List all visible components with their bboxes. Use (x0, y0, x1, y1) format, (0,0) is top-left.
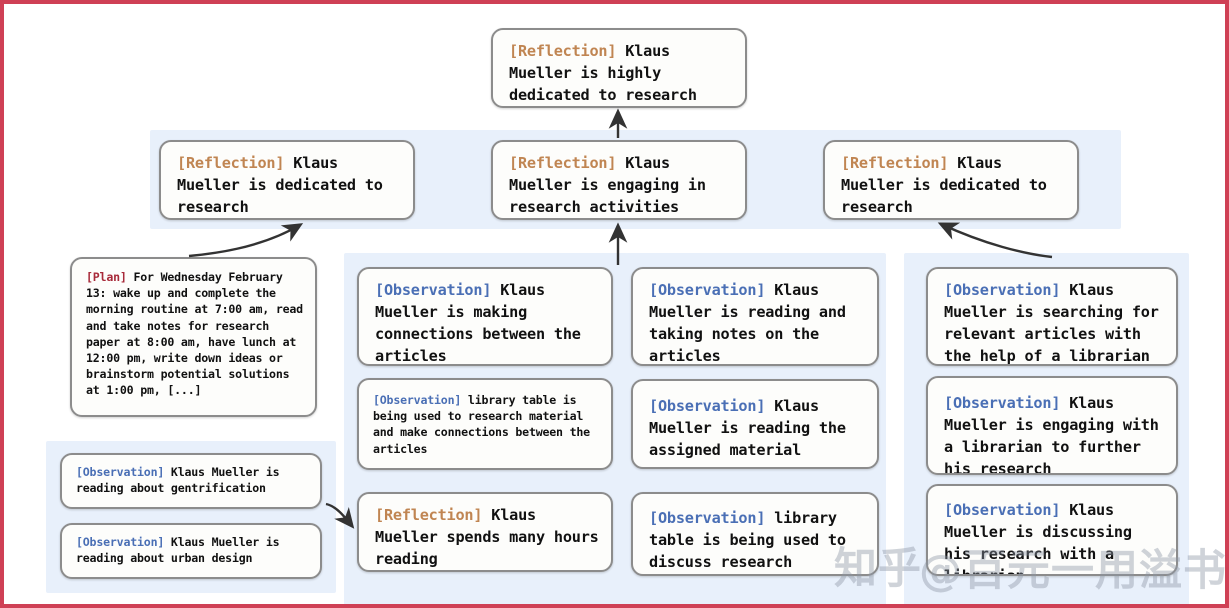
node-text: Klaus Mueller spends many hours reading (375, 506, 608, 568)
node-text: library table is being used to research … (373, 393, 597, 456)
node-text: Klaus Mueller is searching for relevant … (944, 281, 1168, 365)
tag-observation: [Observation] (944, 394, 1061, 412)
tag-observation: [Observation] (649, 509, 766, 527)
tag-reflection: [Reflection] (177, 154, 285, 172)
node-col3-observation-1[interactable]: [Observation] Klaus Mueller is searching… (926, 267, 1178, 366)
node-text: Klaus Mueller is reading and taking note… (649, 281, 855, 365)
tag-observation: [Observation] (944, 281, 1061, 299)
tag-plan: [Plan] (86, 270, 127, 284)
node-col3-observation-3[interactable]: [Observation] Klaus Mueller is discussin… (926, 484, 1178, 576)
node-text: Klaus Mueller is reading about gentrific… (76, 465, 287, 496)
tag-reflection: [Reflection] (509, 42, 617, 60)
node-col1-reflection[interactable]: [Reflection] Klaus Mueller spends many h… (357, 492, 613, 572)
node-plan[interactable]: [Plan] For Wednesday February 13: wake u… (70, 257, 317, 417)
node-text: Klaus Mueller is dedicated to research (177, 154, 392, 216)
node-text: For Wednesday February 13: wake up and c… (86, 270, 310, 398)
tag-observation: [Observation] (76, 535, 165, 549)
tag-observation: [Observation] (76, 465, 165, 479)
arrow-plan-to-reflection-1 (188, 223, 304, 258)
node-reflection-2[interactable]: [Reflection] Klaus Mueller is engaging i… (491, 140, 747, 220)
tag-observation: [Observation] (649, 281, 766, 299)
node-root-reflection[interactable]: [Reflection] Klaus Mueller is highly ded… (491, 28, 747, 108)
node-text: Klaus Mueller is reading the assigned ma… (649, 397, 855, 459)
tag-observation: [Observation] (649, 397, 766, 415)
node-col1-observation-2[interactable]: [Observation] library table is being use… (357, 378, 613, 470)
tag-reflection: [Reflection] (375, 506, 483, 524)
node-col3-observation-2[interactable]: [Observation] Klaus Mueller is engaging … (926, 376, 1178, 475)
node-text: Klaus Mueller is engaging in research ac… (509, 154, 715, 216)
node-text: Klaus Mueller is engaging with a librari… (944, 394, 1168, 475)
node-reflection-3[interactable]: [Reflection] Klaus Mueller is dedicated … (823, 140, 1079, 220)
tag-reflection: [Reflection] (841, 154, 949, 172)
node-text: Klaus Mueller is highly dedicated to res… (509, 42, 697, 104)
tag-reflection: [Reflection] (509, 154, 617, 172)
node-col2-observation-1[interactable]: [Observation] Klaus Mueller is reading a… (631, 267, 879, 366)
tag-observation: [Observation] (944, 501, 1061, 519)
node-text: Klaus Mueller is reading about urban des… (76, 535, 287, 566)
node-reflection-1[interactable]: [Reflection] Klaus Mueller is dedicated … (159, 140, 415, 220)
node-col2-observation-3[interactable]: [Observation] library table is being use… (631, 492, 879, 576)
node-col2-observation-2[interactable]: [Observation] Klaus Mueller is reading t… (631, 379, 879, 469)
node-text: Klaus Mueller is discussing his research… (944, 501, 1141, 576)
node-col1-observation-1[interactable]: [Observation] Klaus Mueller is making co… (357, 267, 613, 366)
node-text: Klaus Mueller is dedicated to research (841, 154, 1056, 216)
tag-observation: [Observation] (373, 393, 462, 407)
tag-observation: [Observation] (375, 281, 492, 299)
node-text: Klaus Mueller is making connections betw… (375, 281, 590, 365)
node-left-observation-2[interactable]: [Observation] Klaus Mueller is reading a… (60, 523, 322, 579)
node-text: library table is being used to discuss r… (649, 509, 846, 571)
node-left-observation-1[interactable]: [Observation] Klaus Mueller is reading a… (60, 453, 322, 509)
